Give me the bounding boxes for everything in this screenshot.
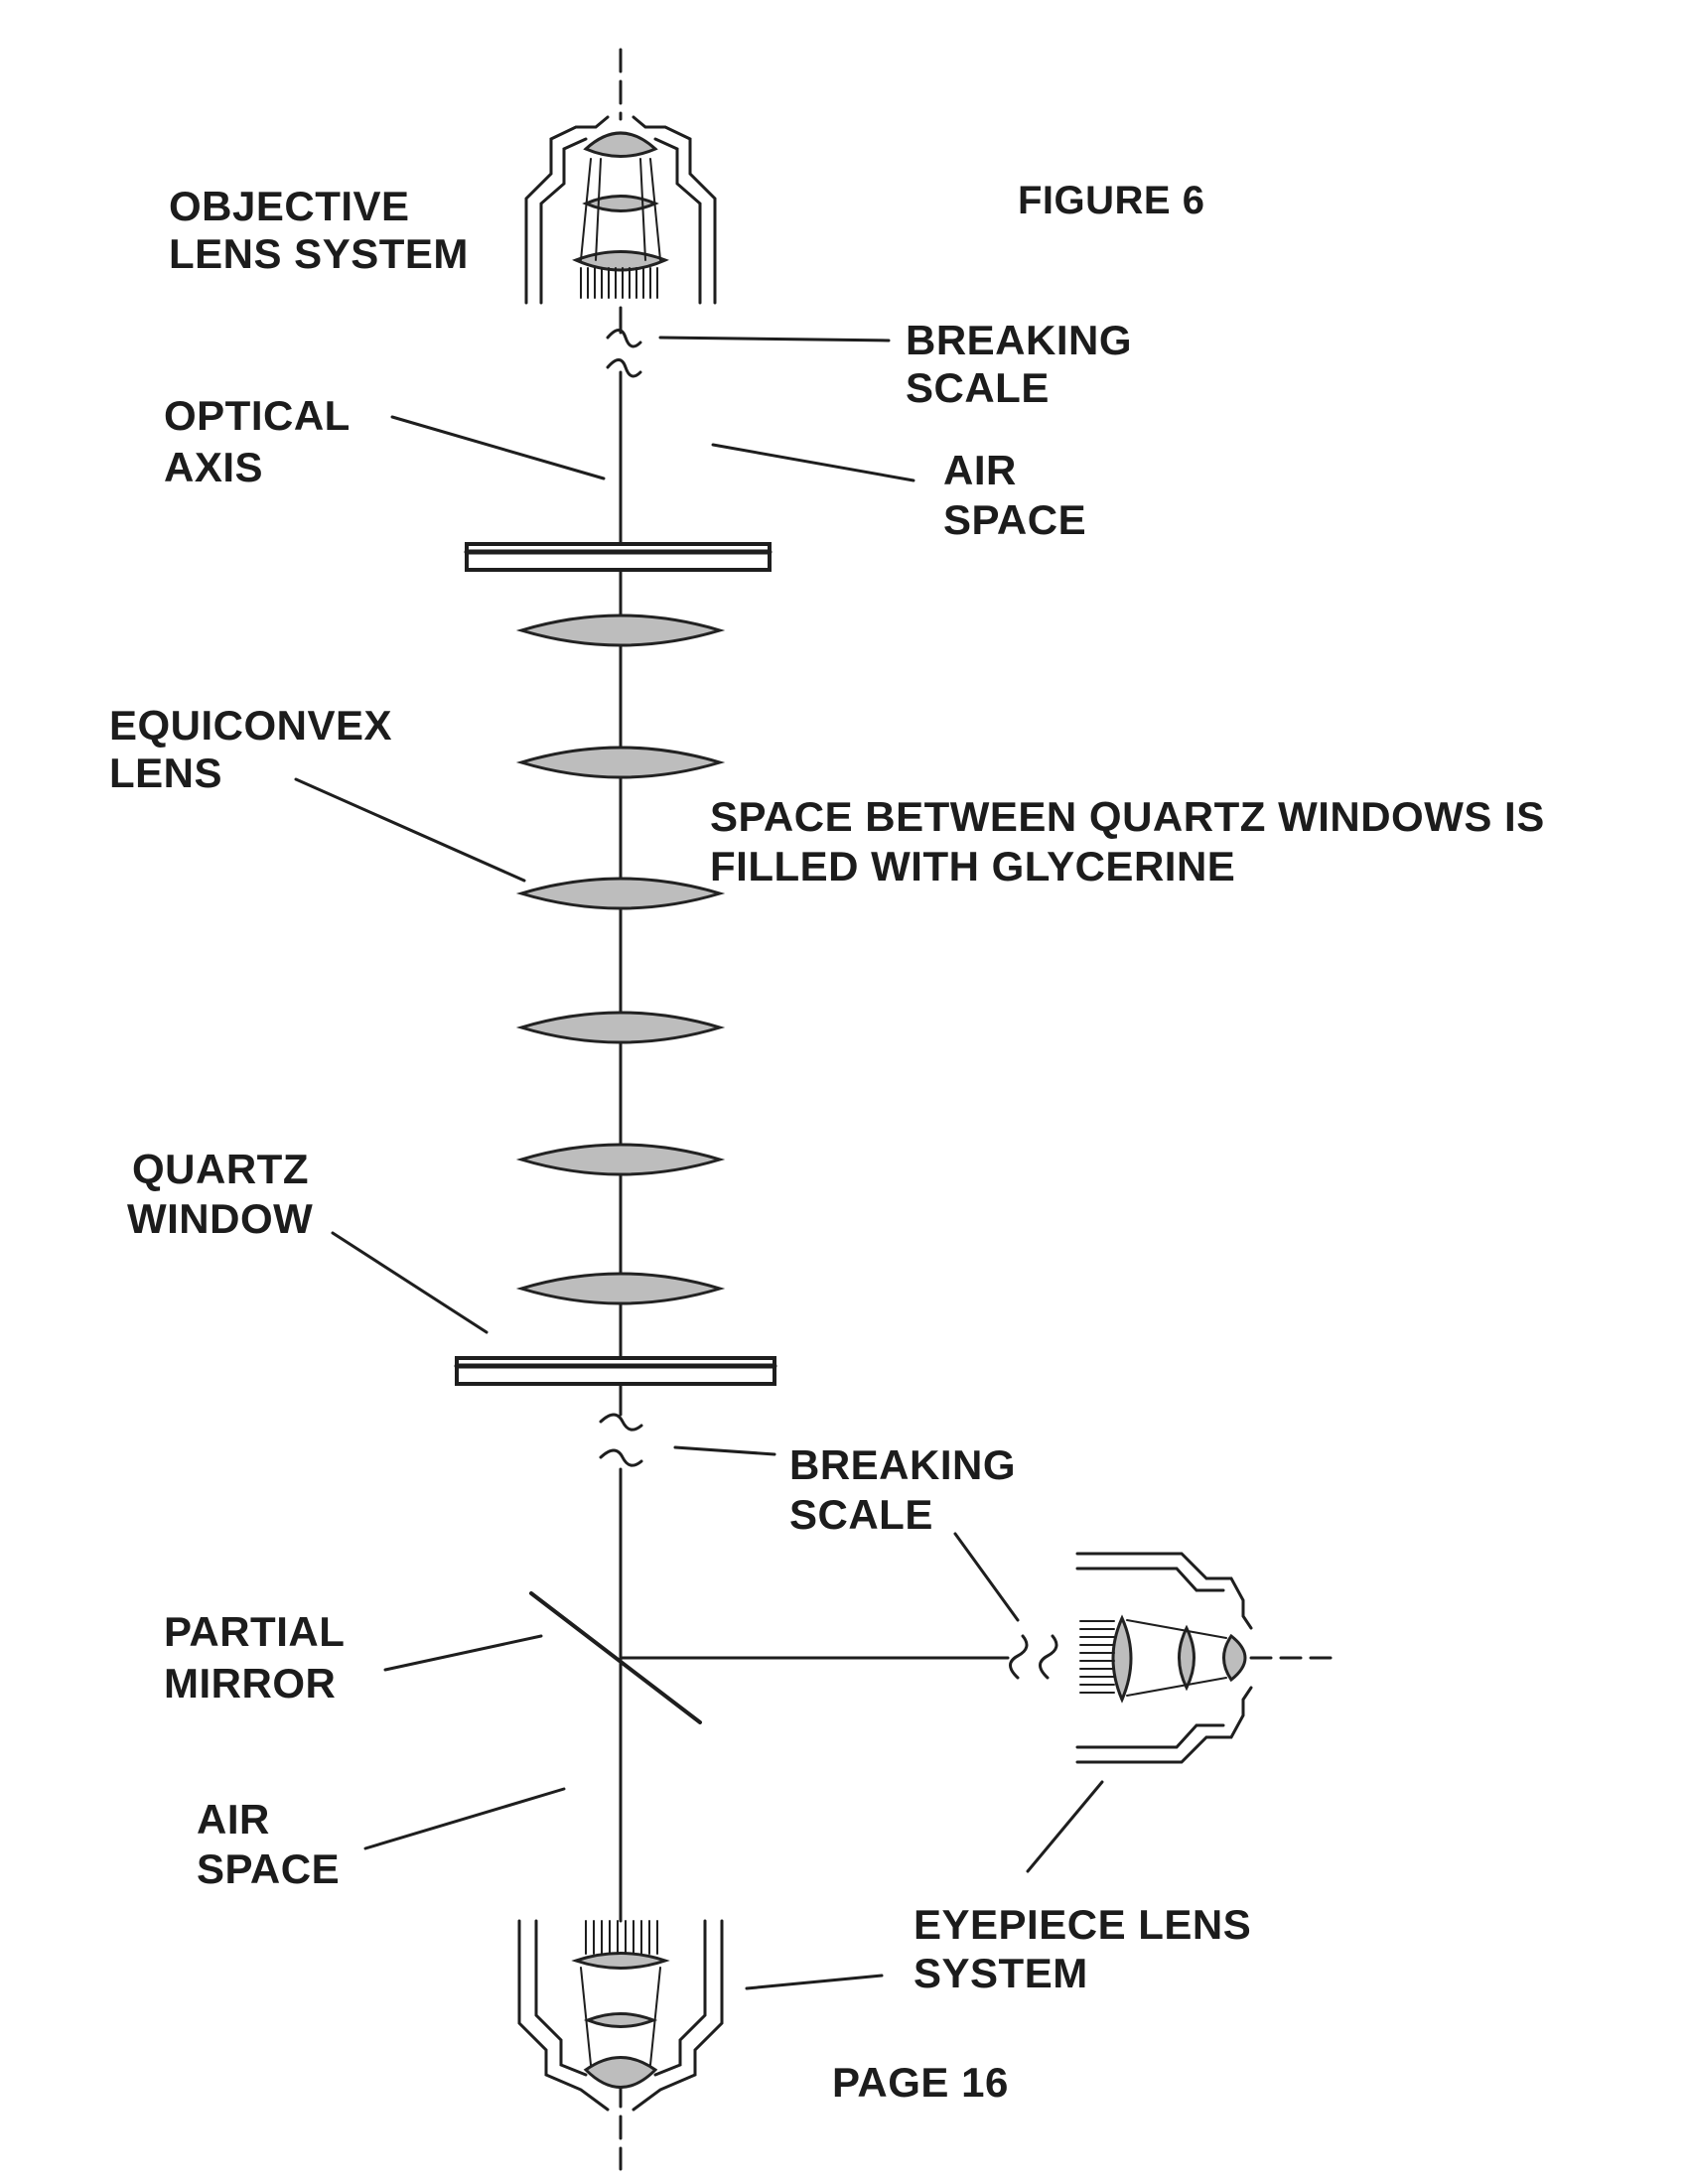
label-glycerine-line1: SPACE BETWEEN QUARTZ WINDOWS IS: [710, 793, 1545, 840]
partial-mirror: [529, 1591, 702, 1724]
label-equiconvex-line2: LENS: [109, 750, 222, 796]
leader-air-space-top: [711, 443, 915, 482]
page-number: PAGE 16: [832, 2059, 1009, 2106]
quartz-window-top: [464, 542, 773, 572]
leader-breaking-scale-bottom: [673, 1445, 776, 1456]
label-partial-mirror-line2: MIRROR: [164, 1660, 336, 1706]
equiconvex-lens-6: [515, 1272, 726, 1305]
label-glycerine-line2: FILLED WITH GLYCERINE: [710, 843, 1235, 889]
leader-lines: [294, 336, 1104, 1990]
equiconvex-lens-4: [515, 1011, 726, 1044]
objective-lens-system: [524, 115, 717, 305]
label-objective-line2: LENS SYSTEM: [169, 230, 469, 277]
quartz-window-bottom: [454, 1356, 777, 1386]
label-eyepiece-line2: SYSTEM: [914, 1950, 1088, 1996]
equiconvex-lenses: [515, 614, 726, 1305]
label-eyepiece-line1: EYEPIECE LENS: [914, 1901, 1251, 1948]
leader-air-space-bottom: [363, 1787, 566, 1850]
label-objective-line1: OBJECTIVE: [169, 183, 410, 229]
label-breaking-scale-top-line2: SCALE: [906, 364, 1050, 411]
leader-equiconvex: [294, 777, 526, 883]
leader-objective-bottom: [745, 1974, 884, 1990]
label-breaking-scale-bottom-line1: BREAKING: [789, 1441, 1016, 1488]
label-optical-axis-line2: AXIS: [164, 444, 263, 490]
equiconvex-lens-2: [515, 746, 726, 779]
leader-breaking-scale-top: [658, 336, 891, 342]
figure-title: FIGURE 6: [1018, 179, 1204, 222]
equiconvex-lens-1: [515, 614, 726, 647]
label-breaking-scale-bottom-line2: SCALE: [789, 1491, 933, 1538]
label-optical-axis-line1: OPTICAL: [164, 392, 351, 439]
breaking-scale-bottom-symbol: [599, 1413, 643, 1467]
label-air-space-top-line1: AIR: [943, 447, 1017, 493]
leader-partial-mirror: [383, 1634, 543, 1672]
leader-eyepiece: [1026, 1780, 1104, 1873]
equiconvex-lens-3: [515, 877, 726, 910]
label-air-space-bottom-line1: AIR: [197, 1796, 270, 1843]
eyepiece-lens-system: [1075, 1552, 1253, 1764]
label-partial-mirror-line1: PARTIAL: [164, 1608, 345, 1655]
equiconvex-lens-5: [515, 1143, 726, 1176]
label-quartz-line1: QUARTZ: [132, 1146, 309, 1192]
leader-quartz-window: [331, 1231, 489, 1334]
label-equiconvex-line1: EQUICONVEX: [109, 702, 392, 749]
leader-breaking-scale-side: [953, 1532, 1020, 1622]
breaking-scale-side-symbol: [1009, 1634, 1058, 1680]
label-breaking-scale-top-line1: BREAKING: [906, 317, 1132, 363]
label-air-space-top-line2: SPACE: [943, 496, 1086, 543]
breaking-scale-top-symbol: [606, 329, 642, 378]
label-air-space-bottom-line2: SPACE: [197, 1845, 340, 1892]
objective-lens-system-bottom: [517, 1919, 724, 2112]
label-quartz-line2: WINDOW: [127, 1195, 313, 1242]
leader-optical-axis: [390, 415, 606, 480]
